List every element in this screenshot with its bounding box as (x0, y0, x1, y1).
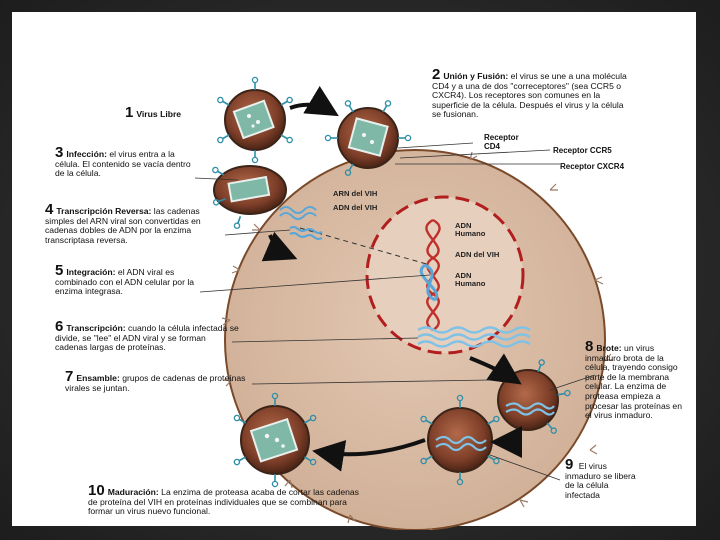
step-7-number: 7 (65, 368, 74, 385)
step-2-title: Unión y Fusión: (443, 71, 509, 81)
nucleus (365, 195, 525, 355)
step-4-title: Transcripción Reversa: (56, 206, 152, 216)
label-receptor-cxcr4: Receptor CXCR4 (560, 162, 625, 171)
step-5-title: Integración: (66, 267, 116, 277)
step-8-title: Brote: (596, 343, 622, 353)
step-9-number: 9 (565, 456, 574, 473)
label-adn-humano-2: ADN Humano (455, 271, 486, 289)
label-receptor-ccr5: Receptor CCR5 (553, 146, 612, 155)
step-8-body: un virus inmaduro brota de la célula, tr… (585, 343, 682, 421)
integration-path (299, 227, 431, 266)
step-3-body: el virus entra a la célula. El contenido… (55, 149, 191, 179)
label-adn-vih-mid: ADN del VIH (455, 250, 500, 259)
label-receptor-cd4: Receptor CD4 (484, 133, 519, 151)
virus-mature (240, 405, 310, 475)
step-4-body: las cadenas simples del ARN viral son co… (45, 206, 201, 245)
step-10-body: La enzima de proteasa acaba de cortar la… (88, 487, 359, 517)
step-2-body: el virus se une a una molécula CD4 y a u… (432, 71, 627, 120)
virus-budding (497, 369, 559, 431)
hiv-lifecycle-diagram (50, 60, 710, 530)
step-10-number: 10 (88, 482, 105, 499)
viral-rna-strands (279, 206, 317, 220)
step-6-title: Transcripción: (66, 323, 126, 333)
step-1-title: Virus Libre (136, 109, 182, 119)
step-3-title: Infección: (66, 149, 107, 159)
step-8-number: 8 (585, 338, 594, 355)
step-7-body: grupos de cadenas de proteínas virales s… (65, 373, 246, 393)
protein-chains (417, 326, 531, 348)
step-6-body: cuando la célula infectada se divide, se… (55, 323, 239, 353)
diagram-graphic (194, 76, 613, 530)
label-arn-vih: ARN del VIH (333, 189, 378, 198)
step-3-number: 3 (55, 144, 64, 161)
cycle-arrows (261, 85, 523, 472)
label-adn-vih-top: ADN del VIH (333, 203, 378, 212)
step-7-title: Ensamble: (76, 373, 120, 383)
step-5-number: 5 (55, 262, 64, 279)
step-9-body: El virus inmaduro se libera de la célula… (565, 461, 636, 500)
step-9-text: 9 El virus inmaduro se libera de la célu… (565, 457, 637, 500)
step-2-number: 2 (432, 66, 441, 83)
step-4-number: 4 (45, 201, 54, 218)
step-5-body: el ADN viral es combinado con el ADN cel… (55, 267, 195, 297)
leader-lines (194, 142, 596, 481)
virus-free (224, 89, 286, 151)
virus-binding (337, 107, 399, 169)
step-1-number: 1 (125, 104, 134, 121)
virus-entering (213, 165, 287, 215)
human-dna-helix (419, 218, 441, 332)
virus-released (427, 407, 493, 473)
step-10-title: Maduración: (107, 487, 159, 497)
step-6-number: 6 (55, 318, 64, 335)
label-adn-humano-1: ADN Humano (455, 221, 486, 239)
